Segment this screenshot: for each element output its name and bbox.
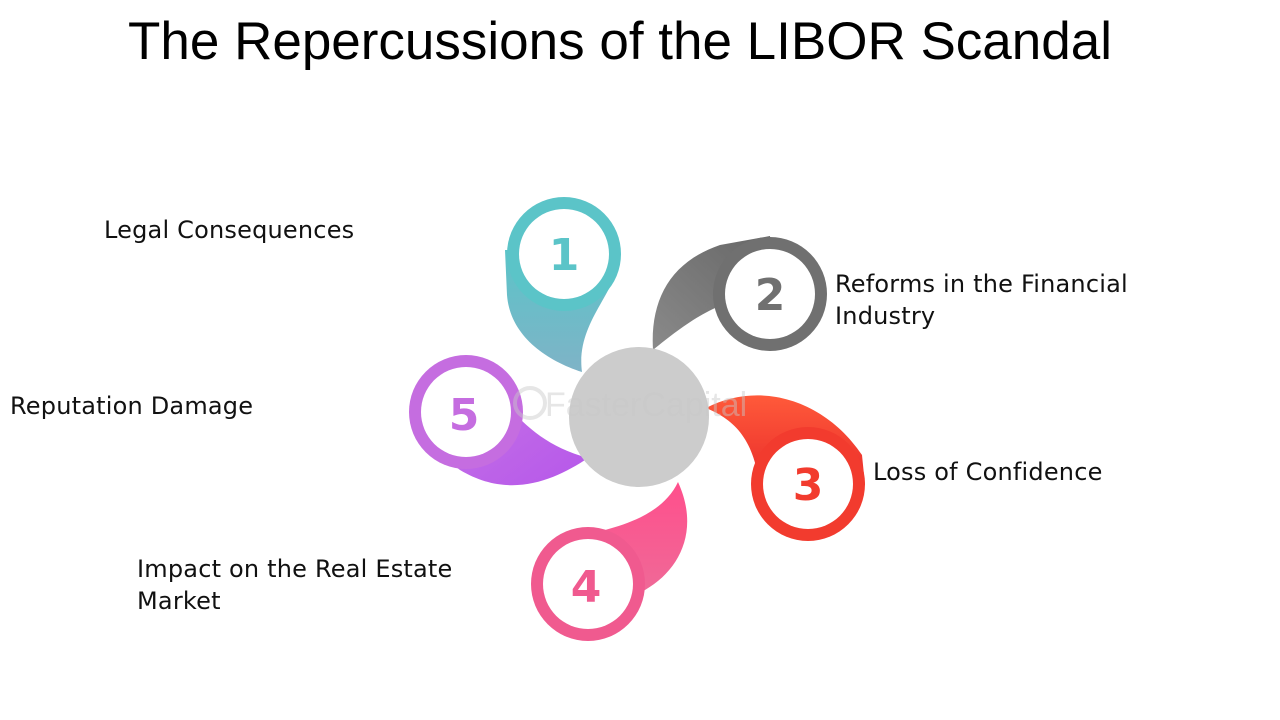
petal-5 <box>409 355 588 486</box>
petal-3 <box>706 395 865 541</box>
item-label-2: Reforms in the Financial Industry <box>835 268 1128 332</box>
watermark-logo: FasterCapital <box>513 386 747 424</box>
item-number-2: 2 <box>755 270 786 321</box>
item-label-1: Legal Consequences <box>104 214 354 246</box>
page-title: The Repercussions of the LIBOR Scandal <box>128 12 1112 71</box>
item-label-3-line-1: Loss of Confidence <box>873 458 1103 486</box>
petal-4 <box>531 482 688 641</box>
item-label-3: Loss of Confidence <box>873 456 1103 488</box>
item-label-2-line-2: Industry <box>835 302 936 330</box>
watermark-text: FasterCapital <box>545 386 747 424</box>
item-label-4-line-1: Impact on the Real Estate <box>137 555 453 583</box>
item-label-5-line-1: Reputation Damage <box>10 392 254 420</box>
center-circle <box>569 347 709 487</box>
item-label-4-line-2: Market <box>137 587 221 615</box>
item-label-4: Impact on the Real Estate Market <box>137 553 453 617</box>
item-label-2-line-1: Reforms in the Financial <box>835 270 1128 298</box>
item-label-1-line-1: Legal Consequences <box>104 216 355 244</box>
item-number-3: 3 <box>793 460 824 511</box>
item-number-1: 1 <box>549 230 580 281</box>
petal-1 <box>505 197 621 372</box>
petal-2 <box>652 236 827 351</box>
item-number-4: 4 <box>571 562 602 613</box>
item-number-5: 5 <box>449 390 480 441</box>
item-label-5: Reputation Damage <box>10 390 253 422</box>
